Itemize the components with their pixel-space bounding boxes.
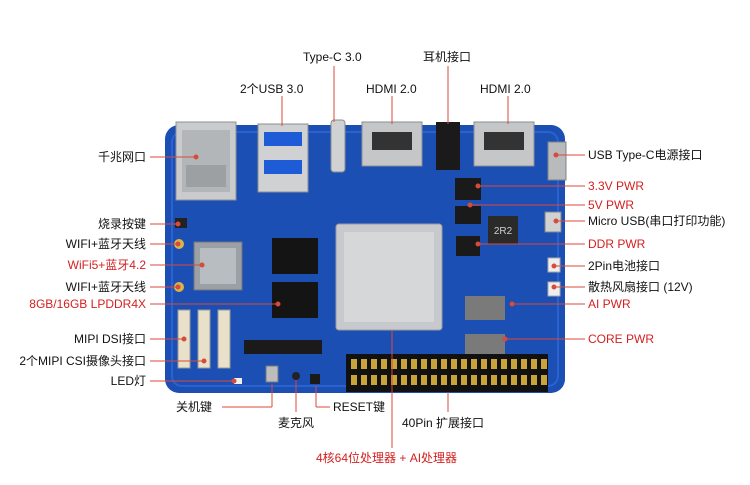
label-power-key: 关机键 bbox=[176, 400, 213, 414]
ethernet-port bbox=[175, 121, 237, 201]
label-typec30: Type-C 3.0 bbox=[303, 50, 362, 64]
header-pin bbox=[471, 375, 477, 385]
header-pin bbox=[411, 375, 417, 385]
header-pin bbox=[541, 359, 547, 369]
header-pin bbox=[471, 359, 477, 369]
header-pin bbox=[461, 359, 467, 369]
label-hdmi-2: HDMI 2.0 bbox=[480, 82, 531, 96]
burn-key bbox=[175, 218, 187, 228]
header-pin bbox=[361, 359, 367, 369]
fpc-connector bbox=[244, 340, 322, 354]
led bbox=[234, 378, 242, 384]
header-pin bbox=[391, 375, 397, 385]
hdmi-port-1 bbox=[361, 121, 423, 167]
gpio-40pin-header bbox=[346, 354, 548, 392]
usbc-power-port bbox=[547, 141, 567, 181]
header-pin bbox=[441, 375, 447, 385]
label-ddr-pwr: DDR PWR bbox=[588, 237, 646, 251]
mipi-csi-connector-2 bbox=[217, 309, 231, 369]
header-pin bbox=[511, 375, 517, 385]
header-pin bbox=[431, 359, 437, 369]
label-cpu: 4核64位处理器 + AI处理器 bbox=[316, 451, 458, 465]
header-pin bbox=[351, 359, 357, 369]
lpddr4x-chip-2 bbox=[272, 282, 318, 318]
label-micro-usb: Micro USB(串口打印功能) bbox=[588, 214, 726, 228]
header-pin bbox=[391, 359, 397, 369]
label-ai-pwr: AI PWR bbox=[588, 297, 631, 311]
header-pin bbox=[351, 375, 357, 385]
header-pin bbox=[361, 375, 367, 385]
label-burn-key: 烧录按键 bbox=[97, 217, 146, 231]
header-pin bbox=[381, 375, 387, 385]
label-wifi-bt-antenna-1: WIFI+蓝牙天线 bbox=[65, 237, 146, 251]
header-pin bbox=[541, 375, 547, 385]
header-pin bbox=[531, 375, 537, 385]
header-pin bbox=[511, 359, 517, 369]
header-pin bbox=[521, 375, 527, 385]
header-pin bbox=[371, 375, 377, 385]
header-pin bbox=[421, 359, 427, 369]
label-mipi-dsi: MIPI DSI接口 bbox=[73, 332, 146, 346]
pwr33-chip bbox=[455, 178, 481, 200]
microphone bbox=[292, 372, 300, 380]
lpddr4x-chip-1 bbox=[272, 238, 318, 274]
header-pin bbox=[481, 359, 487, 369]
inductor-mark: 2R2 bbox=[494, 226, 513, 237]
label-earphone: 耳机接口 bbox=[423, 50, 472, 64]
header-pin bbox=[491, 375, 497, 385]
pwr5-chip bbox=[455, 206, 481, 224]
header-pin bbox=[451, 359, 457, 369]
label-gpio40: 40Pin 扩展接口 bbox=[402, 416, 485, 430]
header-pin bbox=[451, 375, 457, 385]
header-pin bbox=[401, 375, 407, 385]
usb30-ports bbox=[257, 123, 309, 193]
header-pin bbox=[521, 359, 527, 369]
header-pin bbox=[461, 375, 467, 385]
header-pin bbox=[411, 359, 417, 369]
header-pin bbox=[431, 375, 437, 385]
label-wifi-bt-antenna-2: WIFI+蓝牙天线 bbox=[65, 280, 146, 294]
soc-chip bbox=[335, 223, 443, 331]
header-pin bbox=[501, 375, 507, 385]
ddr-pwr-chip bbox=[456, 236, 480, 256]
leader-lines bbox=[150, 66, 585, 448]
power-key bbox=[265, 365, 279, 383]
header-pin bbox=[381, 359, 387, 369]
wifi-module bbox=[193, 241, 243, 291]
label-ethernet: 千兆网口 bbox=[97, 150, 146, 164]
hdmi-port-2 bbox=[473, 121, 535, 167]
label-usbc-power: USB Type-C电源接口 bbox=[588, 148, 703, 162]
label-pwr33: 3.3V PWR bbox=[588, 179, 645, 193]
earphone-jack bbox=[436, 122, 460, 170]
label-fan: 散热风扇接口 (12V) bbox=[588, 280, 693, 294]
label-usb30: 2个USB 3.0 bbox=[240, 82, 304, 96]
label-pwr5: 5V PWR bbox=[588, 198, 635, 212]
label-wifi5-bt42: WiFi5+蓝牙4.2 bbox=[67, 258, 146, 272]
label-led: LED灯 bbox=[110, 374, 146, 388]
header-pin bbox=[401, 359, 407, 369]
header-pin bbox=[491, 359, 497, 369]
label-reset-key: RESET键 bbox=[333, 400, 386, 414]
header-pin bbox=[441, 359, 447, 369]
ai-pwr-inductor bbox=[465, 296, 505, 320]
reset-key bbox=[310, 374, 320, 384]
label-mipi-csi: 2个MIPI CSI摄像头接口 bbox=[19, 354, 146, 368]
inductor-2r2: 2R2 bbox=[488, 216, 518, 244]
header-pin bbox=[371, 359, 377, 369]
label-mic: 麦克风 bbox=[278, 416, 315, 430]
label-core-pwr: CORE PWR bbox=[588, 332, 654, 346]
label-lpddr4x: 8GB/16GB LPDDR4X bbox=[29, 297, 146, 311]
typec-port bbox=[330, 119, 346, 173]
header-pin bbox=[481, 375, 487, 385]
label-battery: 2Pin电池接口 bbox=[588, 259, 661, 273]
micro-usb-port bbox=[544, 211, 562, 233]
mipi-csi-connector-1 bbox=[197, 309, 211, 369]
header-pin bbox=[531, 359, 537, 369]
label-hdmi-1: HDMI 2.0 bbox=[366, 82, 417, 96]
header-pin bbox=[501, 359, 507, 369]
header-pin bbox=[421, 375, 427, 385]
